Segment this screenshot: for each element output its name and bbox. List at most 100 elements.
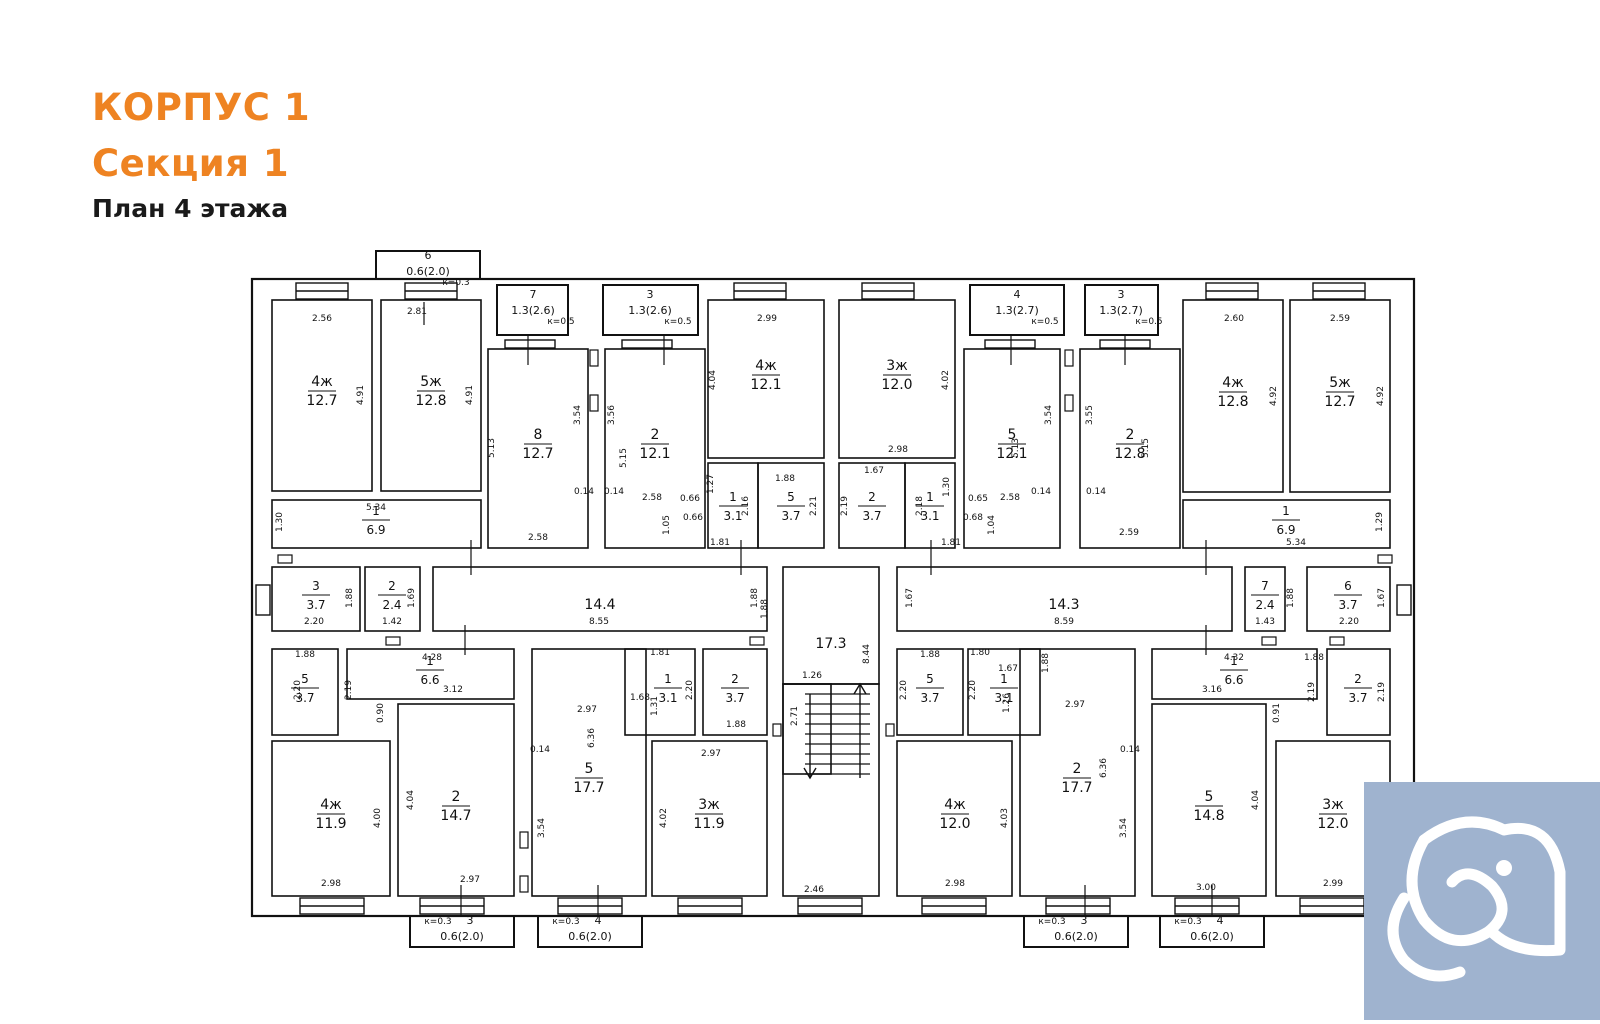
room-area: 3.1: [994, 691, 1013, 705]
dimension-label: 1.04: [987, 515, 997, 535]
dimension-label: 1.88: [920, 650, 940, 660]
building-title: КОРПУС 1: [92, 86, 311, 129]
dimension-label: 2.97: [577, 705, 597, 715]
dimension-label: 1.81: [710, 538, 730, 548]
room-area: 3.7: [781, 509, 800, 523]
room-number: 5: [926, 672, 934, 686]
dimension-label: 5.15: [1141, 438, 1151, 458]
balcony-area: 1.3(2.6): [628, 304, 672, 317]
room-area: 14.4: [584, 597, 615, 613]
dimension-label: 8.44: [862, 644, 872, 664]
balcony-area: 0.6(2.0): [1190, 930, 1234, 943]
section-title: Секция 1: [92, 142, 290, 185]
dimension-label: 3.54: [1119, 818, 1129, 838]
room-area: 12.0: [939, 816, 970, 832]
dimension-label: 5.15: [619, 448, 629, 468]
dimension-label: 2.16: [741, 496, 751, 516]
balcony-coefficient: к=0.5: [1135, 317, 1162, 327]
room-area: 6.6: [1224, 673, 1243, 687]
dimension-label: 2.18: [915, 496, 925, 516]
dimension-label: 8.55: [589, 617, 609, 627]
dimension-label: 3.54: [1044, 405, 1054, 425]
dimension-label: 0.14: [574, 487, 594, 497]
dimension-label: 4.92: [1376, 386, 1386, 406]
room-number: 2: [388, 579, 396, 593]
balcony-number: 4: [1217, 914, 1224, 927]
dimension-label: 2.99: [1323, 879, 1343, 889]
dimension-label: 1.30: [942, 477, 952, 497]
room-area: 17.7: [1061, 780, 1092, 796]
dimension-label: 1.68: [630, 693, 650, 703]
dimension-label: 0.14: [604, 487, 624, 497]
dimension-label: 1.30: [275, 512, 285, 532]
room-area: 12.8: [1114, 446, 1145, 462]
dimension-label: 2.19: [1307, 682, 1317, 702]
room-area: 17.7: [573, 780, 604, 796]
dimension-label: 2.20: [304, 617, 324, 627]
room-number: 4ж: [755, 358, 777, 374]
dimension-label: 4.92: [1269, 386, 1279, 406]
balcony-number: 7: [530, 288, 537, 301]
dimension-label: 1.81: [941, 538, 961, 548]
room-area: 3.7: [306, 598, 325, 612]
balcony-coefficient: к=0.3: [552, 917, 579, 927]
dimension-label: 1.26: [1002, 693, 1012, 713]
room-area: 2.4: [382, 598, 401, 612]
dimension-label: 3.55: [1085, 405, 1095, 425]
dimension-label: 1.88: [1304, 653, 1324, 663]
balcony-coefficient: к=0.5: [1031, 317, 1058, 327]
dimension-label: 2.20: [1339, 617, 1359, 627]
room-area: 12.7: [522, 446, 553, 462]
dimension-label: 2.21: [809, 496, 819, 516]
balcony-labels: 60.6(2.0)к=0.371.3(2.6)к=0.531.3(2.6)к=0…: [406, 249, 1234, 943]
balcony-number: 4: [1014, 288, 1021, 301]
dimension-label: 0.68: [963, 513, 983, 523]
dimension-label: 3.16: [1202, 685, 1222, 695]
logo-panel: [1364, 782, 1600, 1020]
room-area: 12.7: [306, 393, 337, 409]
room-area: 3.1: [920, 509, 939, 523]
room-number: 5: [1008, 427, 1017, 443]
room-number: 2: [731, 672, 739, 686]
dimension-label: 1.81: [650, 648, 670, 658]
room-number: 6: [1344, 579, 1352, 593]
dimension-label: 1.67: [998, 664, 1018, 674]
room-number: 2: [1126, 427, 1135, 443]
dimension-label: 2.97: [460, 875, 480, 885]
dimension-label: 1.67: [905, 588, 915, 608]
dimension-label: 4.03: [1000, 808, 1010, 828]
dimension-label: 2.97: [1065, 700, 1085, 710]
dimension-label: 2.20: [685, 680, 695, 700]
dimension-label: 2.20: [293, 680, 303, 700]
room-area: 3.7: [725, 691, 744, 705]
dimension-label: 1.05: [662, 515, 672, 535]
room-number: 5ж: [420, 374, 442, 390]
room-area: 14.8: [1193, 808, 1224, 824]
room-area: 14.7: [440, 808, 471, 824]
room-number: 3: [312, 579, 320, 593]
windows: [255, 282, 1412, 915]
dimension-label: 8.59: [1054, 617, 1074, 627]
dimension-label: 1.88: [760, 599, 770, 619]
dimension-label: 2.20: [968, 680, 978, 700]
room-area: 6.9: [366, 523, 385, 537]
room-number: 5: [787, 490, 795, 504]
room-number: 5ж: [1329, 375, 1351, 391]
balcony-number: 4: [595, 914, 602, 927]
dimension-label: 1.88: [1041, 653, 1051, 673]
room-area: 12.7: [1324, 394, 1355, 410]
dimension-label: 1.67: [864, 466, 884, 476]
vent-shafts: [277, 349, 1393, 893]
dimension-label: 2.19: [840, 496, 850, 516]
room-area: 12.8: [1217, 394, 1248, 410]
balcony-number: 6: [425, 249, 432, 262]
room-area: 2.4: [1255, 598, 1274, 612]
dimension-label: 0.14: [1120, 745, 1140, 755]
stair-arrow: [803, 682, 867, 780]
room-number: 1: [426, 654, 434, 668]
dimension-label: 4.02: [941, 370, 951, 390]
dimension-label: 0.14: [1086, 487, 1106, 497]
dimension-label: 1.88: [1286, 588, 1296, 608]
balcony-area: 1.3(2.7): [995, 304, 1039, 317]
